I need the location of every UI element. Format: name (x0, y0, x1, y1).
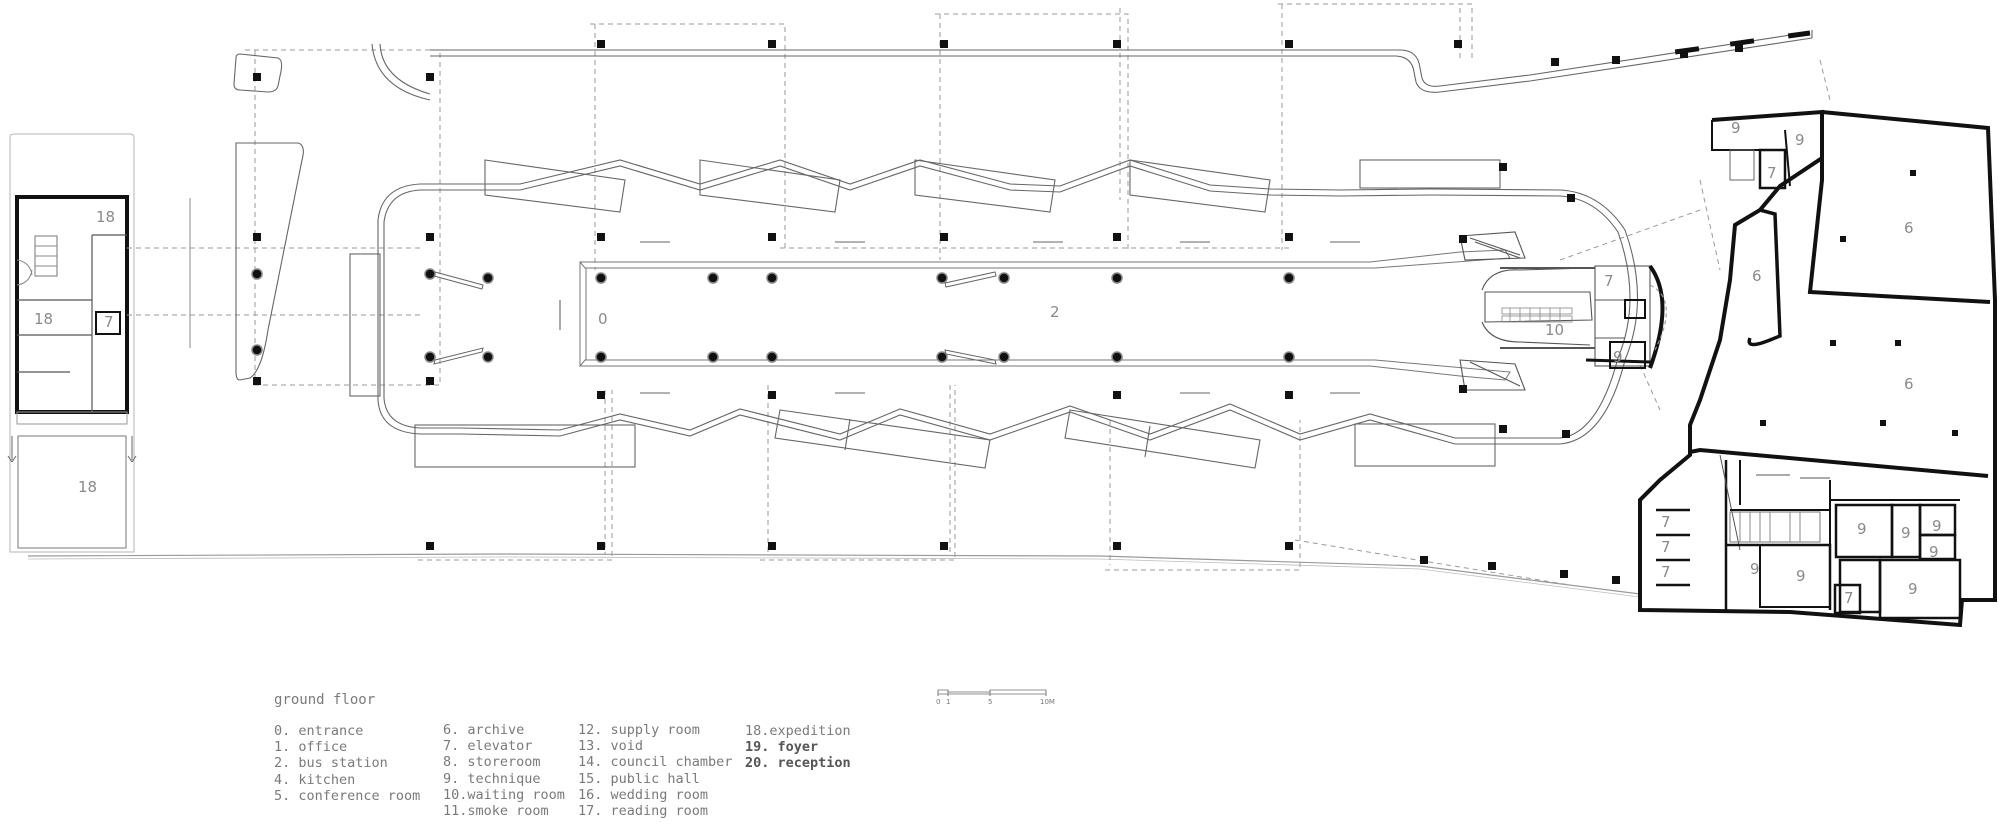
legend-entry: 16. wedding room (578, 786, 709, 803)
legend-entry: 5. conference room (274, 787, 421, 804)
room-label: 7 (1604, 272, 1614, 290)
legend-column-2: 6. archive 7. elevator 8. storeroom 9. t… (443, 722, 565, 819)
room-label: 2 (1050, 303, 1060, 321)
legend-entry: 7. elevator (443, 738, 533, 755)
room-label: 9 (1750, 560, 1760, 578)
room-label: 9 (1613, 348, 1623, 366)
legend-entry: 2. bus station (274, 755, 388, 772)
legend-entry: 6. archive (443, 722, 525, 738)
legend-column-3: 12. supply room 13. void 14. council cha… (578, 722, 732, 819)
legend-entry: 17. reading room (578, 803, 709, 820)
room-label: 9 (1929, 543, 1939, 561)
ground-line-inner (27, 556, 1641, 598)
scale-tick: 5 (988, 698, 992, 706)
legend-entry: 4. kitchen (274, 771, 356, 788)
legend-entry: 18.expedition (745, 723, 851, 739)
platform-columns (251, 268, 1295, 363)
room-label: 6 (1752, 267, 1762, 285)
legend-column-4: 18.expedition 19. foyer 20. reception (745, 723, 851, 772)
room-label: 9 (1932, 517, 1942, 535)
room-label: 6 (1904, 375, 1914, 393)
scale-tick: 0 (936, 698, 940, 706)
legend-entry: 1. office (274, 739, 348, 756)
foyer-core (1459, 231, 1667, 391)
room-label: 18 (96, 208, 115, 226)
office-building (1638, 109, 1997, 628)
canopy-outline (233, 30, 1813, 381)
legend-entry: 8. storeroom (443, 754, 541, 771)
scale-tick: 10M (1040, 698, 1055, 706)
ground-line (27, 553, 1641, 595)
legend-entry: 0. entrance (274, 723, 364, 739)
scale-bar: 0 1 5 10M (936, 688, 1076, 708)
room-label: 18 (78, 478, 97, 496)
room-label: 0 (598, 310, 608, 328)
legend-entry: 14. council chamber (578, 754, 733, 771)
room-labels: 18 18 18 7 0 2 10 7 9 9 9 7 6 6 6 7 7 7 … (34, 119, 1942, 607)
room-label: 7 (104, 313, 114, 331)
room-label: 6 (1904, 219, 1914, 237)
legend-entry: 10.waiting room (443, 786, 565, 803)
legend-entry: 11.smoke room (443, 803, 549, 820)
room-label: 9 (1796, 567, 1806, 585)
room-label: 10 (1545, 321, 1564, 339)
room-label: 18 (34, 310, 53, 328)
legend-entry: 19. foyer (745, 739, 819, 756)
drawing-title: ground floor (274, 692, 376, 708)
room-label: 7 (1844, 589, 1854, 607)
legend-entry: 9. technique (443, 770, 541, 787)
legend-entry: 15. public hall (578, 770, 700, 787)
bus-platform (559, 249, 1511, 381)
legend-entry: 13. void (578, 738, 644, 755)
legend-column-1: 0. entrance 1. office 2. bus station 4. … (274, 723, 420, 804)
room-label: 7 (1661, 513, 1671, 531)
room-label: 7 (1661, 538, 1671, 556)
scale-tick: 1 (946, 698, 950, 706)
legend-entry: 12. supply room (578, 722, 700, 738)
structural-grid-dashed (127, 3, 1831, 586)
benches (433, 241, 1360, 394)
room-label: 7 (1661, 563, 1671, 581)
seating-rows (1501, 307, 1573, 323)
legend-entry: 20. reception (745, 755, 851, 772)
room-label: 9 (1857, 520, 1867, 538)
room-label: 9 (1908, 580, 1918, 598)
main-hall (349, 159, 1639, 469)
room-label: 9 (1901, 524, 1911, 542)
room-label: 7 (1767, 164, 1777, 182)
expedition-building (7, 133, 191, 553)
room-label: 9 (1731, 119, 1741, 137)
columns (253, 30, 1958, 584)
room-label: 9 (1795, 131, 1805, 149)
